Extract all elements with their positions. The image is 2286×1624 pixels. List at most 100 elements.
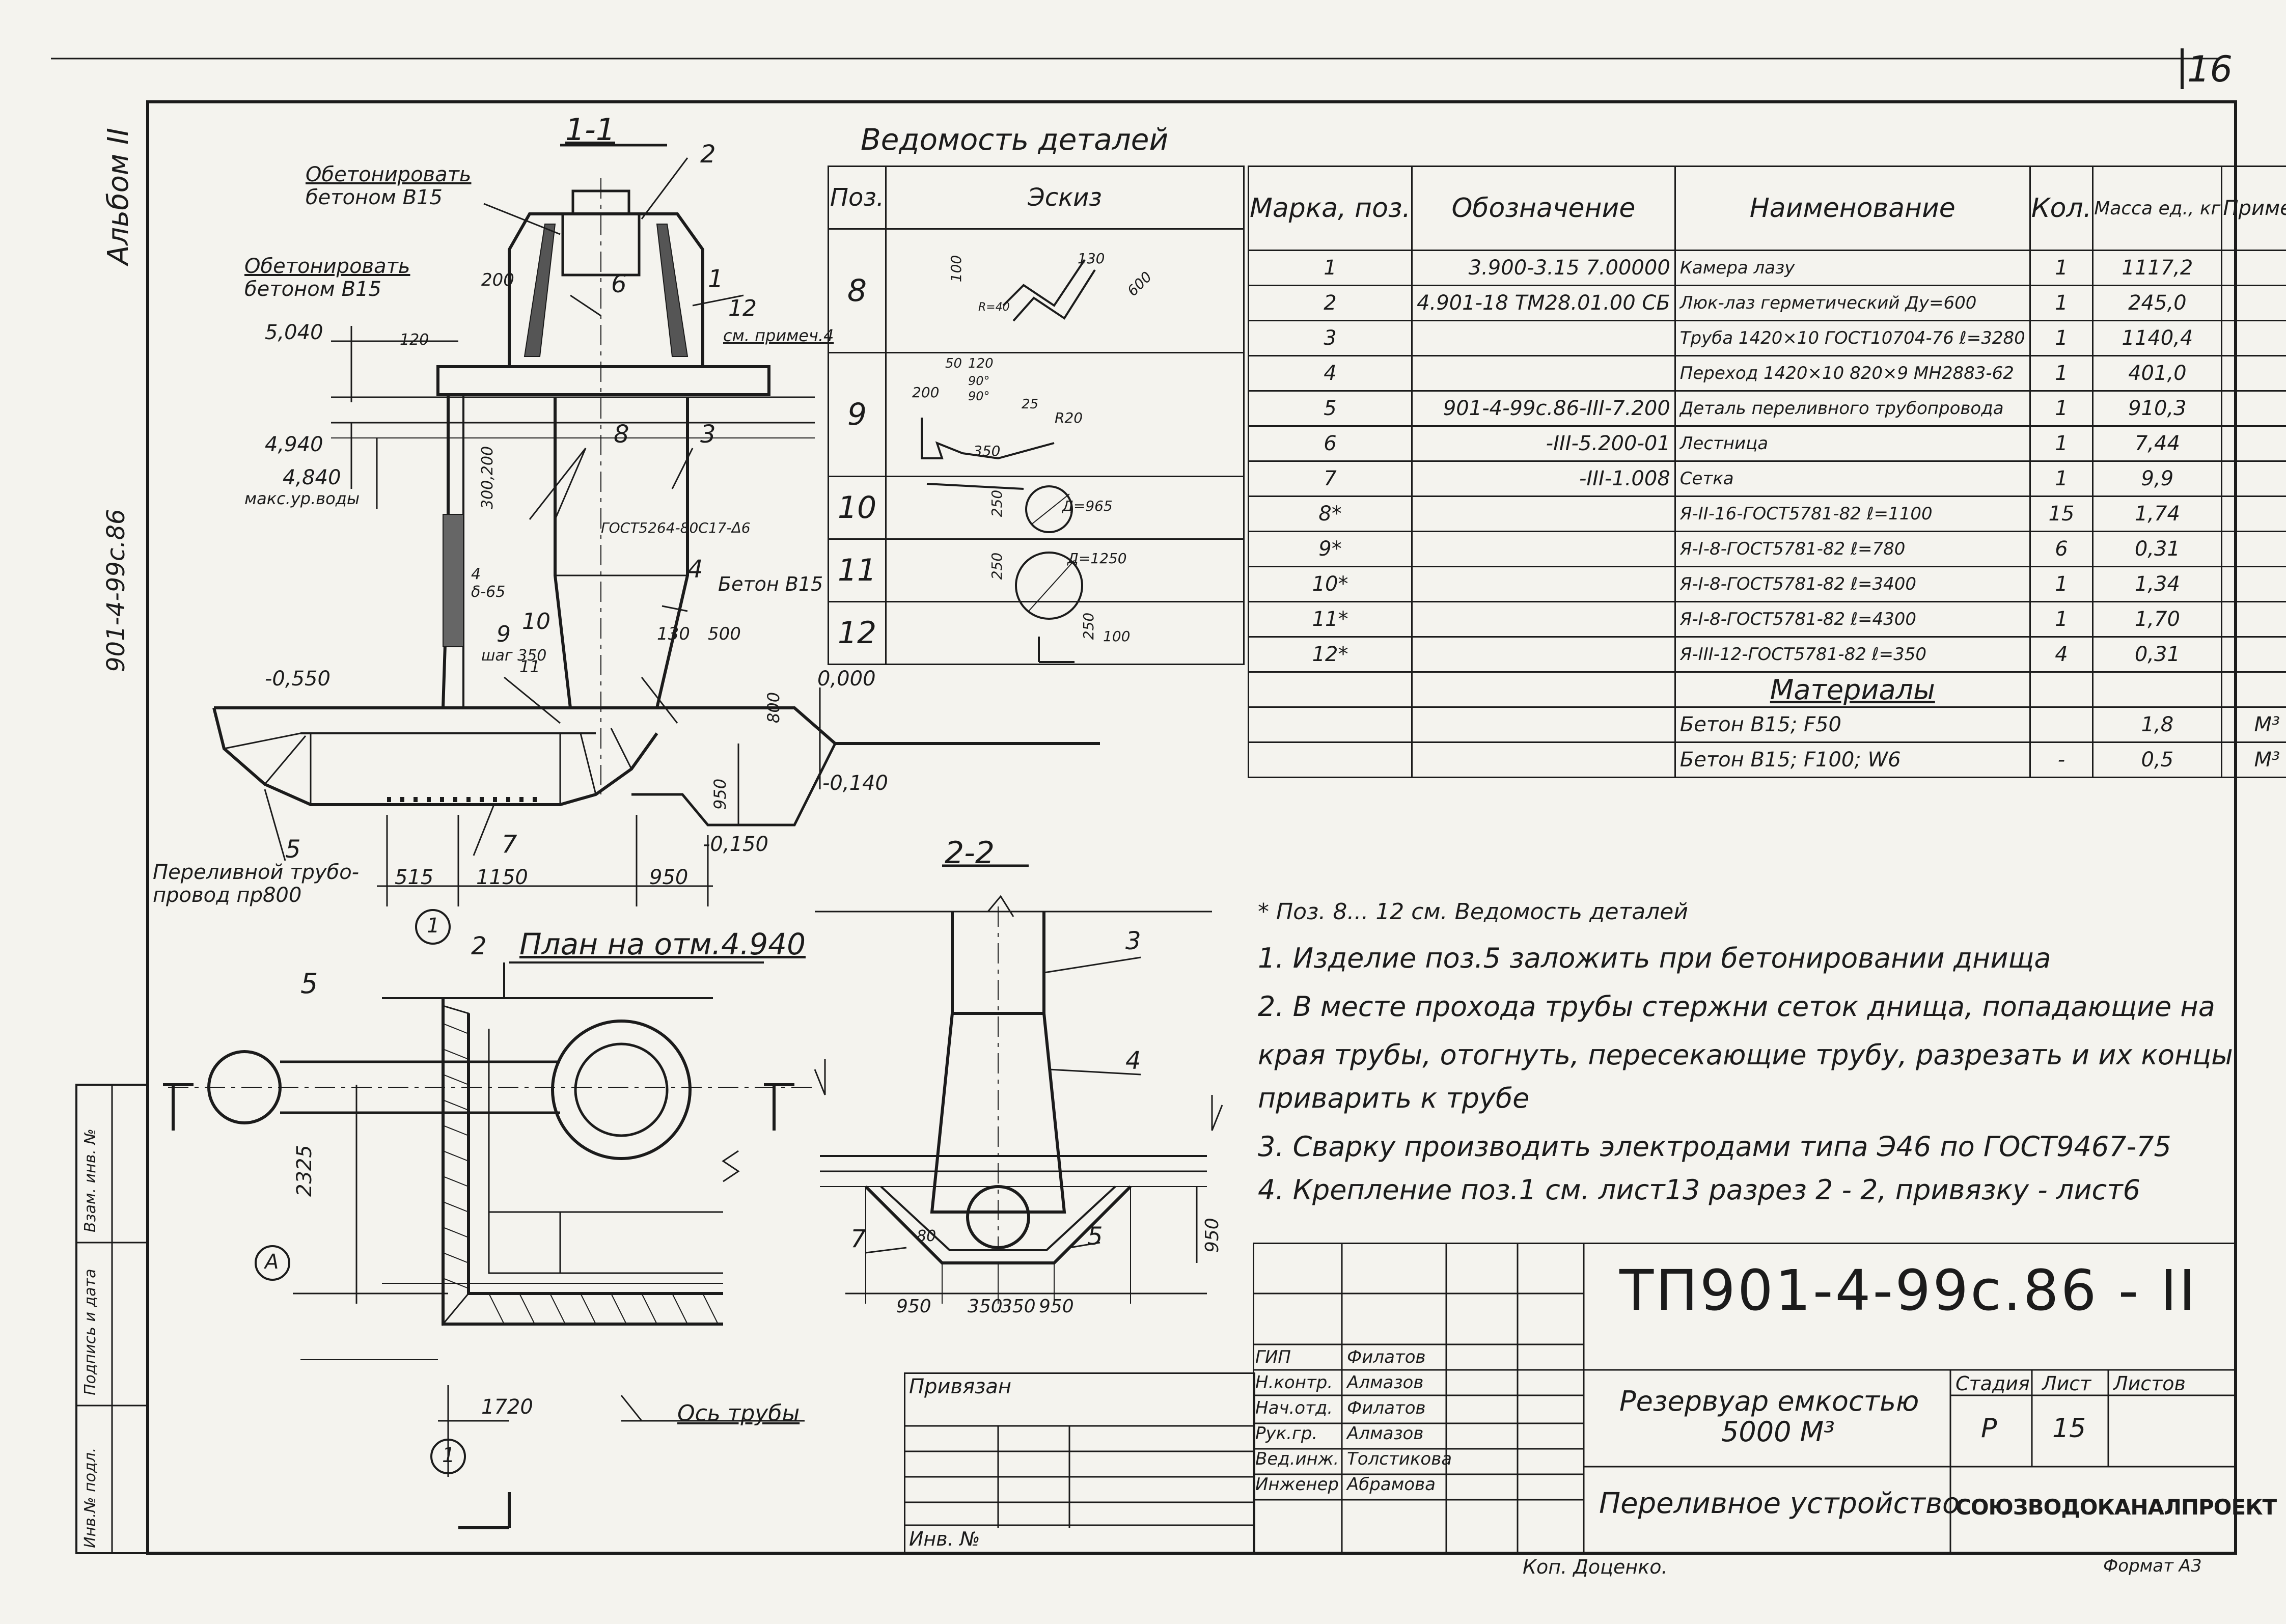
dim-2-2-350-left: 350 bbox=[968, 1296, 1003, 1317]
plan-drawing bbox=[163, 961, 815, 1529]
spec-mark: 8* bbox=[1247, 496, 1413, 532]
table-row: 9 200 50 120 90° 90° 25 R20 350 bbox=[828, 352, 1245, 477]
details-pos: 12 bbox=[828, 601, 887, 665]
spec-note bbox=[2221, 601, 2286, 638]
concrete-label-1a: Обетонировать bbox=[306, 163, 472, 186]
elevation-neg-0150: -0,150 bbox=[703, 833, 768, 856]
spec-name: Я-III-12-ГОСТ5781-82 ℓ=350 bbox=[1674, 636, 2031, 673]
spec-qty: 1 bbox=[2029, 355, 2094, 392]
dim-2-2-950-left: 950 bbox=[896, 1296, 931, 1317]
callout-9-s11: 9 bbox=[497, 621, 511, 647]
callout-1-s11: 1 bbox=[708, 265, 724, 293]
sheet-frame bbox=[146, 100, 2237, 1555]
attached-label: Привязан bbox=[909, 1375, 1012, 1398]
dim-200: 200 bbox=[481, 270, 514, 290]
sketch-dim: 130 bbox=[1078, 250, 1105, 267]
section-1-1-title: 1-1 bbox=[565, 112, 615, 148]
role-label: Нач.отд. bbox=[1255, 1398, 1333, 1418]
role-name: Абрамова bbox=[1347, 1474, 1436, 1495]
materials-title: Материалы bbox=[1674, 671, 2031, 708]
format-label: Формат А3 bbox=[2103, 1556, 2202, 1576]
spec-note bbox=[2221, 390, 2286, 427]
note-3: 3. Сварку производить электродами типа Э… bbox=[1258, 1131, 2171, 1163]
material-name: Бетон В15; F100; W6 bbox=[1674, 741, 2031, 778]
spec-note bbox=[2221, 496, 2286, 532]
overflow-pipe-label-a: Переливной трубо- bbox=[153, 861, 360, 884]
section-1-1-drawing bbox=[212, 144, 1100, 906]
elevation-4940: 4,940 bbox=[265, 433, 323, 456]
doc-code: ТП901-4-99с.86 - II bbox=[1619, 1258, 2198, 1323]
details-pos: 9 bbox=[828, 352, 887, 477]
spec-name: Я-I-8-ГОСТ5781-82 ℓ=4300 bbox=[1674, 601, 2031, 638]
dim-4: 4 bbox=[471, 565, 481, 583]
spec-mark: 10* bbox=[1247, 566, 1413, 602]
role-name: Алмазов bbox=[1347, 1372, 1424, 1393]
sheet-number: 16 bbox=[2187, 48, 2233, 90]
attached-block bbox=[904, 1372, 1255, 1553]
details-sketch-9: 200 50 120 90° 90° 25 R20 350 bbox=[885, 352, 1245, 477]
spec-code bbox=[1411, 320, 1676, 356]
elevation-0000: 0,000 bbox=[817, 667, 876, 691]
spec-code bbox=[1411, 531, 1676, 567]
spec-note bbox=[2221, 285, 2286, 321]
spec-mark: 4 bbox=[1247, 355, 1413, 392]
spec-qty: 1 bbox=[2029, 460, 2094, 497]
role-label: Инженер bbox=[1255, 1474, 1339, 1495]
spec-mass: 1140,4 bbox=[2092, 320, 2223, 356]
spec-code bbox=[1411, 636, 1676, 673]
dim-2-2-80: 80 bbox=[917, 1227, 937, 1245]
spec-note bbox=[2221, 460, 2286, 497]
spec-mark: 7 bbox=[1247, 460, 1413, 497]
spec-mass: 1,74 bbox=[2092, 496, 2223, 532]
note-2-cont2: приварить к трубе bbox=[1258, 1082, 1530, 1114]
spec-mark: 2 bbox=[1247, 285, 1413, 321]
spec-code bbox=[1411, 601, 1676, 638]
axis-1-bottom-text: 1 bbox=[442, 1444, 455, 1467]
spec-qty: 15 bbox=[2029, 496, 2094, 532]
material-qty bbox=[2029, 706, 2094, 743]
spec-code: 3.900-3.15 7.00000 bbox=[1411, 250, 1676, 286]
spec-qty: 1 bbox=[2029, 601, 2094, 638]
sketch-dim: R=40 bbox=[978, 301, 1010, 314]
callout-10-s11: 10 bbox=[522, 609, 550, 635]
spec-mass: 1117,2 bbox=[2092, 250, 2223, 286]
details-pos: 11 bbox=[828, 538, 887, 602]
spec-table: Марка, поз. Обозначение Наименование Кол… bbox=[1247, 166, 2286, 778]
spec-note bbox=[2221, 531, 2286, 567]
see-note-label: см. примеч.4 bbox=[723, 326, 834, 345]
spec-name: Я-I-8-ГОСТ5781-82 ℓ=3400 bbox=[1674, 566, 2031, 602]
spec-mass: 245,0 bbox=[2092, 285, 2223, 321]
callout-12-s11: 12 bbox=[728, 295, 757, 321]
sheets-label: Листов bbox=[2113, 1372, 2186, 1395]
note-2: 2. В месте прохода трубы стержни сеток д… bbox=[1258, 990, 2215, 1023]
dim-2-2-950-right: 950 bbox=[1039, 1296, 1074, 1317]
spec-header-mass: Масса ед., кг bbox=[2092, 166, 2223, 251]
spec-header-note: Примеч. bbox=[2221, 166, 2286, 251]
callout-11-s11: 11 bbox=[519, 657, 540, 676]
stage-label: Стадия bbox=[1956, 1372, 2030, 1395]
spec-mark: 1 bbox=[1247, 250, 1413, 286]
spec-qty: 1 bbox=[2029, 425, 2094, 462]
note-2-cont1: края трубы, отогнуть, пересекающие трубу… bbox=[1258, 1039, 2233, 1071]
spec-header-mark: Марка, поз. bbox=[1247, 166, 1413, 251]
spec-mark: 5 bbox=[1247, 390, 1413, 427]
spec-qty: 1 bbox=[2029, 566, 2094, 602]
note-4: 4. Крепление поз.1 см. лист13 разрез 2 -… bbox=[1258, 1174, 2141, 1206]
details-table: Поз. Эскиз 8 100 130 600 R=40 9 200 50 1… bbox=[828, 166, 1245, 665]
dim-2-2-350-right: 350 bbox=[1001, 1296, 1036, 1317]
spec-code: -III-5.200-01 bbox=[1411, 425, 1676, 462]
spec-mark: 3 bbox=[1247, 320, 1413, 356]
material-note: М³ bbox=[2221, 706, 2286, 743]
spec-name: Сетка bbox=[1674, 460, 2031, 497]
callout-6-s11: 6 bbox=[611, 270, 627, 298]
spec-mark: 12* bbox=[1247, 636, 1413, 673]
beton-b15-label: Бетон В15 bbox=[718, 573, 823, 595]
title-block bbox=[1253, 1243, 2236, 1553]
callout-3-s22: 3 bbox=[1125, 927, 1141, 955]
